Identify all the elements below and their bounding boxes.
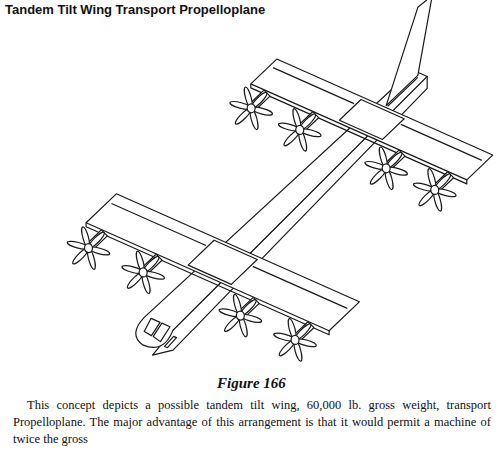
propeller-hub (236, 311, 244, 320)
page-title: Tandem Tilt Wing Transport Propelloplane (5, 2, 265, 17)
tail-fin (386, 0, 432, 106)
propeller (229, 86, 273, 130)
wing-center-panel (339, 100, 404, 140)
wing-edge (251, 84, 467, 184)
propeller (218, 294, 262, 338)
front-wing (86, 194, 359, 331)
propeller (121, 250, 165, 294)
propeller (364, 146, 408, 190)
propeller (273, 318, 317, 362)
propeller-hub (431, 185, 439, 194)
fin-root (388, 77, 418, 106)
propeller (413, 168, 457, 212)
cockpit-window (153, 323, 170, 341)
propeller-hub (296, 125, 304, 134)
flap-line (253, 266, 348, 308)
wing-center-panel (188, 240, 257, 284)
propeller-hub (139, 268, 147, 277)
side-window (165, 336, 177, 347)
propeller-hub (291, 335, 299, 344)
propeller (67, 226, 111, 270)
wing-edge (86, 223, 329, 335)
propeller-hub (382, 164, 390, 173)
flap-line (111, 204, 206, 246)
propeller-hub (247, 104, 255, 113)
propeller (278, 108, 322, 152)
rear-wing (251, 59, 493, 180)
propeller-hub (84, 244, 92, 253)
body-paragraph: This concept depicts a possible tandem t… (13, 397, 491, 448)
figure-caption: Figure 166 (0, 375, 503, 392)
flap-line (273, 68, 354, 104)
aircraft-drawing (67, 0, 493, 362)
flap-line (401, 124, 482, 160)
